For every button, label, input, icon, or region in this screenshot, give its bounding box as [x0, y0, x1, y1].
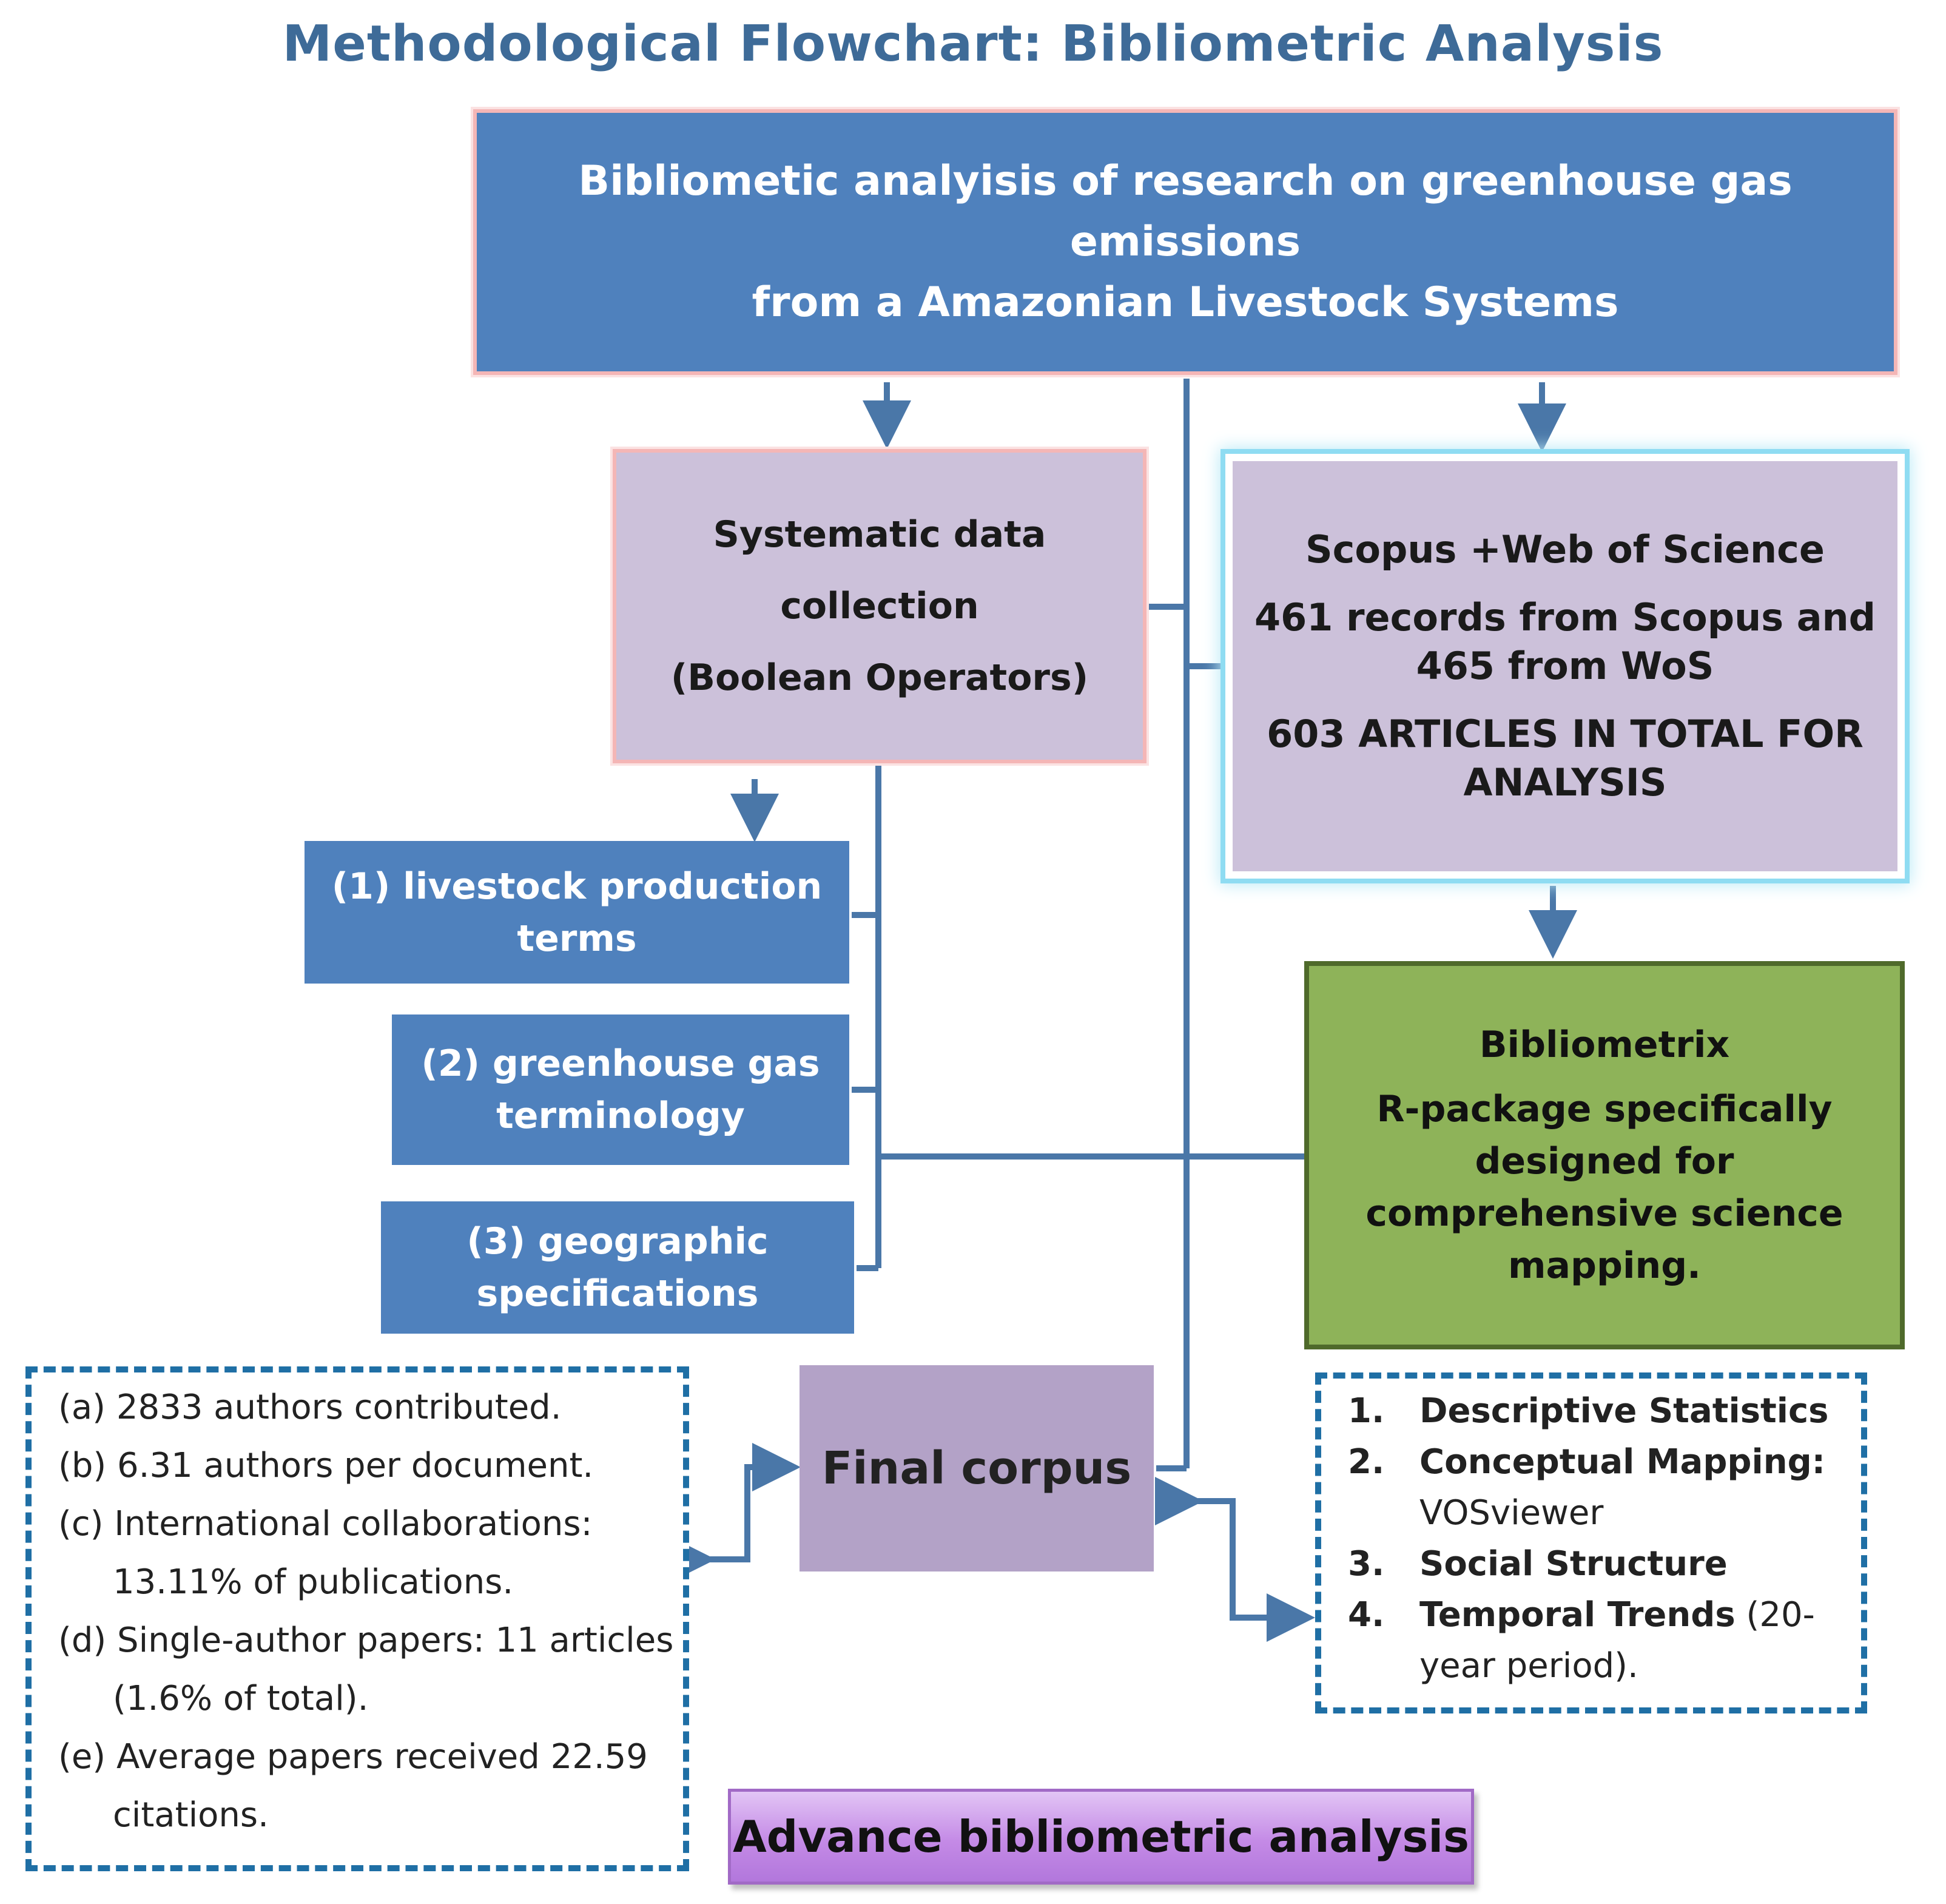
bibliometrix-description: R-package specifically designed for comp… [1365, 1088, 1843, 1287]
database-total: 603 ARTICLES IN TOTAL FOR ANALYSIS [1267, 712, 1864, 805]
main-topic-box: Bibliometic analyisis of research on gre… [473, 109, 1897, 375]
database-records: 461 records from Scopus and 465 from WoS [1254, 595, 1876, 688]
main-topic-line2: from a Amazonian Livestock Systems [752, 279, 1619, 326]
stat-item: (a) 2833 authors contributed. [58, 1388, 562, 1427]
double-arrow-corpus-methods [1155, 1477, 1315, 1642]
advance-analysis-box: Advance bibliometric analysis [728, 1789, 1474, 1885]
method-detail: (20-year period). [1419, 1595, 1815, 1686]
method-title: Descriptive Statistics [1419, 1391, 1829, 1431]
final-corpus-label: Final corpus [821, 1442, 1132, 1494]
method-item: 2. Conceptual Mapping: VOSviewer [1348, 1437, 1861, 1539]
term-label: (3) geographic specifications [466, 1220, 769, 1315]
database-sources: Scopus +Web of Science [1305, 527, 1825, 572]
methods-box: 1. Descriptive Statistics 2. Conceptual … [1315, 1372, 1867, 1713]
database-box: Scopus +Web of Science 461 records from … [1225, 454, 1905, 879]
double-arrow-stats-corpus [667, 1443, 801, 1584]
method-number: 1. [1348, 1391, 1385, 1431]
method-item: 3. Social Structure [1348, 1539, 1861, 1590]
final-corpus-box: Final corpus [800, 1365, 1154, 1571]
stat-item: (d) Single-author papers: 11 articles (1… [58, 1621, 674, 1718]
method-item: 4. Temporal Trends (20-year period). [1348, 1590, 1861, 1692]
stat-item: (e) Average papers received 22.59 citati… [58, 1737, 648, 1835]
method-number: 4. [1348, 1595, 1385, 1635]
term-label: (2) greenhouse gas terminology [421, 1042, 820, 1137]
term-box-livestock: (1) livestock production terms [305, 841, 849, 984]
data-collection-line1: Systematic data collection [713, 513, 1046, 627]
term-label: (1) livestock production terms [331, 865, 823, 960]
diagram-title: Methodological Flowchart: Bibliometric A… [282, 15, 1664, 73]
method-item: 1. Descriptive Statistics [1348, 1386, 1861, 1437]
term-box-geographic: (3) geographic specifications [381, 1201, 854, 1334]
bibliometrix-title: Bibliometrix [1479, 1024, 1730, 1066]
stat-item: (c) International collaborations: 13.11%… [58, 1504, 593, 1602]
method-number: 3. [1348, 1544, 1385, 1584]
data-collection-box: Systematic data collection (Boolean Oper… [613, 449, 1146, 763]
main-topic-line1: Bibliometic analyisis of research on gre… [578, 157, 1793, 266]
stats-box: (a) 2833 authors contributed. (b) 6.31 a… [25, 1366, 689, 1871]
term-box-greenhouse: (2) greenhouse gas terminology [392, 1014, 849, 1165]
method-title: Social Structure [1419, 1544, 1728, 1584]
data-collection-line2: (Boolean Operators) [670, 657, 1089, 699]
method-title: Temporal Trends [1419, 1595, 1736, 1635]
advance-analysis-label: Advance bibliometric analysis [733, 1811, 1469, 1862]
method-number: 2. [1348, 1442, 1385, 1482]
method-detail: VOSviewer [1419, 1493, 1604, 1533]
method-title: Conceptual Mapping: [1419, 1442, 1826, 1482]
stat-item: (b) 6.31 authors per document. [58, 1446, 594, 1485]
bibliometrix-box: Bibliometrix R-package specifically desi… [1304, 961, 1905, 1349]
